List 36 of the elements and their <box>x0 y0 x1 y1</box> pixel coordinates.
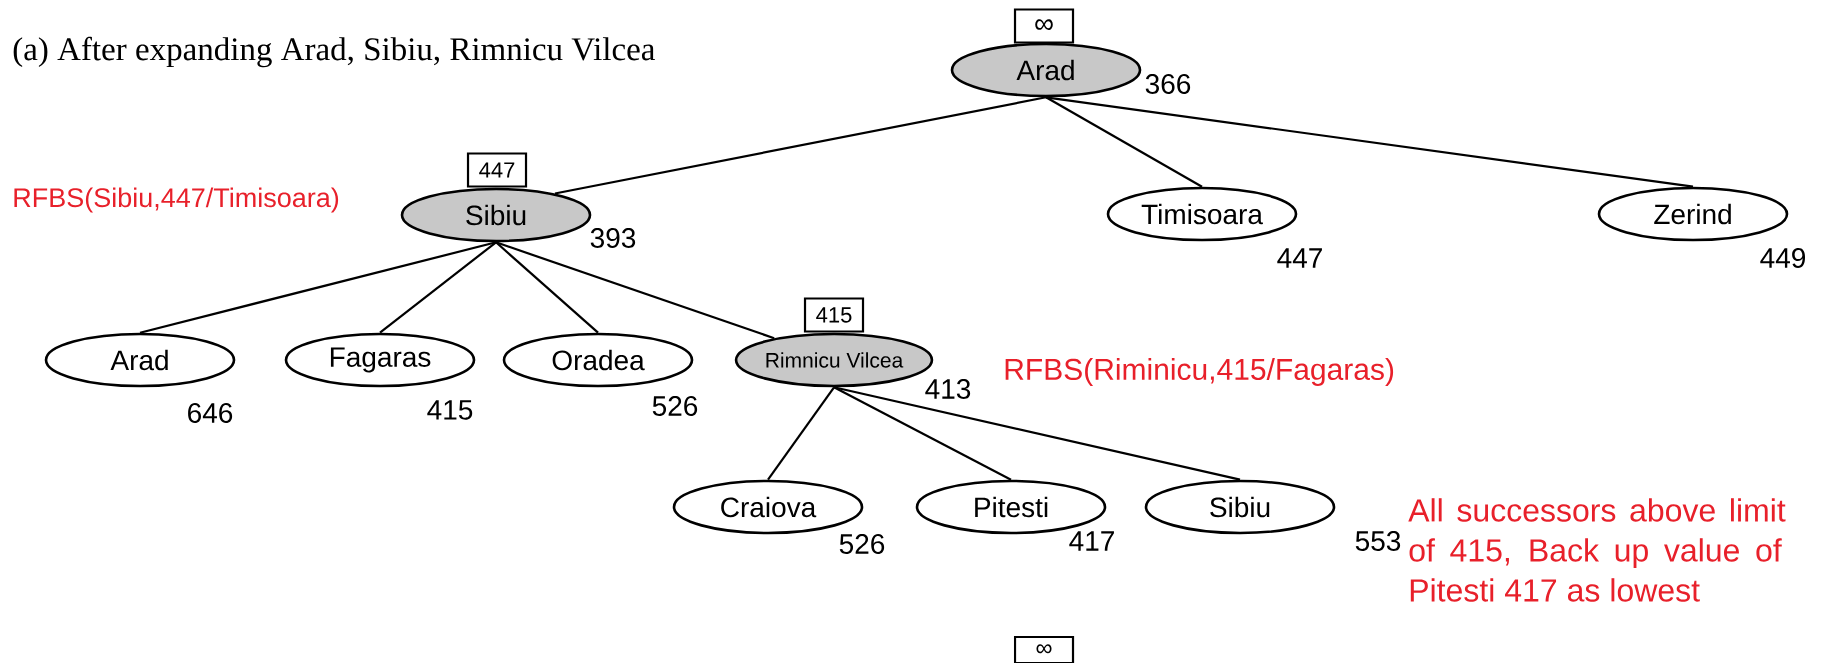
note-text: RFBS(Riminicu,415/Fagaras) <box>1005 358 1394 386</box>
limit-box: ∞ <box>1013 8 1075 44</box>
title: (a) After expanding Arad, Sibiu, Rimnicu Vilcea <box>13 36 655 68</box>
cost-label: 447 <box>1277 248 1322 268</box>
tree-node: Arad <box>44 332 236 388</box>
tree-edge <box>833 386 1012 481</box>
tree-edge <box>379 241 497 334</box>
tree-node: Sibiu <box>400 187 592 243</box>
cost-label: 415 <box>427 400 473 420</box>
tree-node: Craiova <box>672 479 864 535</box>
limit-box: 415 <box>803 297 865 333</box>
cost-label: 646 <box>188 403 233 423</box>
note-text: All successors above limit of 415, Back up value of Pitesti 417 as lowest <box>1408 498 1786 602</box>
tree-edge <box>767 386 835 481</box>
tree-edge <box>495 241 775 340</box>
cost-label: 526 <box>652 396 698 416</box>
limit-box: 447 <box>466 152 528 188</box>
tree-node: Fagaras <box>284 332 476 388</box>
cost-label: 449 <box>1760 248 1805 268</box>
tree-edge <box>1045 96 1203 188</box>
tree-edge <box>833 386 1241 481</box>
tree-node: Oradea <box>502 332 694 388</box>
cost-label: 553 <box>1355 531 1401 551</box>
limit-box: ∞ <box>1013 635 1075 663</box>
cost-label: 526 <box>839 534 885 554</box>
tree-edge <box>1045 96 1694 188</box>
tree-node: Timisoara <box>1106 186 1298 242</box>
note-text: RFBS(Sibiu,447/Timisoara) <box>14 187 339 213</box>
tree-node: Zerind <box>1597 186 1789 242</box>
tree-node: Sibiu <box>1144 479 1336 535</box>
cost-label: 393 <box>590 228 636 248</box>
tree-node: Arad <box>950 42 1142 98</box>
tree-edge <box>495 241 599 334</box>
cost-label: 366 <box>1145 74 1191 94</box>
tree-edge <box>554 96 1047 195</box>
tree-edge <box>139 241 497 334</box>
